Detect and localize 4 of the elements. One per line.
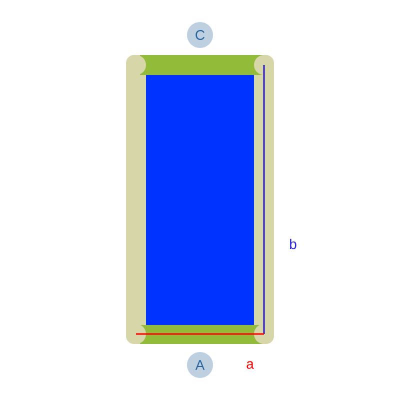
vertex-label: C: [187, 22, 213, 48]
vertex-label: A: [187, 352, 213, 378]
dimension-label: a: [246, 361, 254, 369]
dimension-label: b: [290, 238, 296, 250]
